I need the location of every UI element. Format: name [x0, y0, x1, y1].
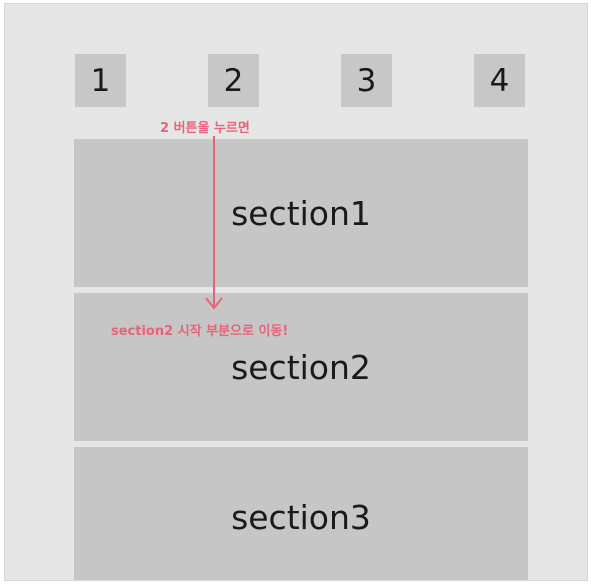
- arrow-head: [205, 297, 223, 310]
- nav-button-2[interactable]: 2: [208, 54, 259, 107]
- section-2-label: section2: [231, 347, 371, 387]
- annotation-click-button-2: 2 버튼을 누르면: [160, 121, 250, 136]
- section-3: section3: [74, 447, 528, 580]
- nav-button-1[interactable]: 1: [75, 54, 126, 107]
- section-3-label: section3: [231, 497, 371, 537]
- nav-button-4[interactable]: 4: [474, 54, 525, 107]
- section-1: section1: [74, 139, 528, 287]
- scroll-arrow: [205, 136, 223, 310]
- section-1-label: section1: [231, 193, 371, 233]
- page-frame: 1 2 3 4 section1 section2 section3 2 버튼을…: [4, 3, 588, 581]
- annotation-scroll-to-section-2: section2 시작 부분으로 이동!: [111, 324, 289, 339]
- nav-button-3[interactable]: 3: [341, 54, 392, 107]
- section-2: section2: [74, 293, 528, 441]
